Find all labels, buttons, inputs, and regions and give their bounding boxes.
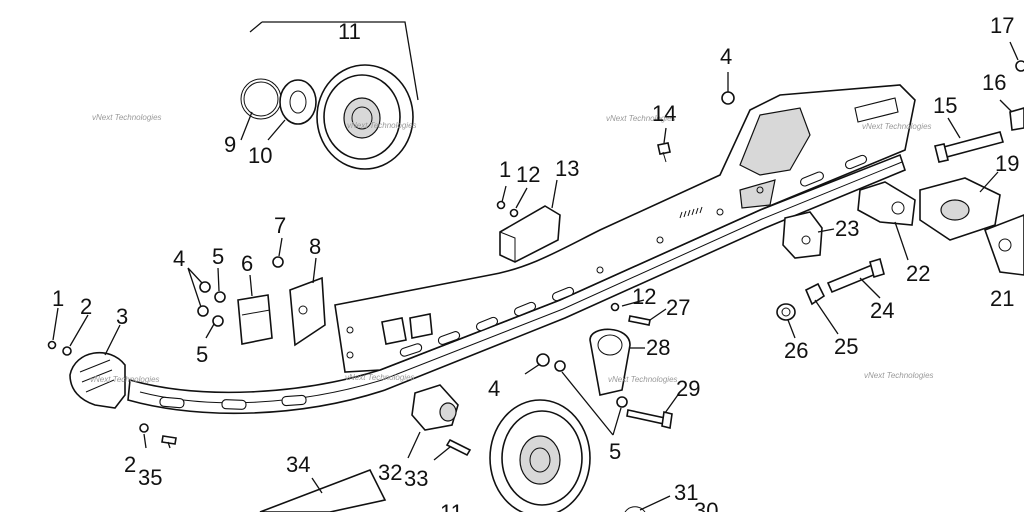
right-parts xyxy=(776,60,1024,321)
callout-label: 30 xyxy=(694,498,718,512)
left-parts xyxy=(47,256,646,512)
callouts: 11 9 10 4 14 13 12 1 15 16 17 19 23 22 2… xyxy=(52,13,1019,512)
callout-label: 9 xyxy=(224,132,236,157)
callout-label: 17 xyxy=(990,13,1014,38)
callout-label: 6 xyxy=(241,251,253,276)
callout-label: 12 xyxy=(516,162,540,187)
callout-label: 14 xyxy=(652,101,676,126)
watermark-text: vNext Technologies xyxy=(864,371,934,380)
mid-parts xyxy=(411,91,735,457)
callout-label: 24 xyxy=(870,298,894,323)
watermark-text: vNext Technologies xyxy=(345,373,415,382)
callout-label: 23 xyxy=(835,216,859,241)
callout-label: 21 xyxy=(990,286,1014,311)
callout-label: 26 xyxy=(784,338,808,363)
slide-rail xyxy=(127,84,916,415)
callout-label: 2 xyxy=(80,294,92,319)
callout-label: 28 xyxy=(646,335,670,360)
leader-lines xyxy=(52,41,1019,511)
callout-label: 8 xyxy=(309,234,321,259)
watermark-text: vNext Technologies xyxy=(92,113,162,122)
callout-label: 4 xyxy=(720,44,732,69)
callout-label: 7 xyxy=(274,213,286,238)
callout-label: 32 xyxy=(378,460,402,485)
callout-label: 35 xyxy=(138,465,162,490)
callout-label: 11 xyxy=(440,500,463,512)
callout-label: 34 xyxy=(286,452,310,477)
callout-label: 22 xyxy=(906,261,930,286)
callout-label: 12 xyxy=(632,284,656,309)
callout-label: 4 xyxy=(173,246,185,271)
callout-label: 3 xyxy=(116,304,128,329)
callout-label: 5 xyxy=(609,439,621,464)
top-wheel-assembly xyxy=(240,21,419,170)
callout-label: 31 xyxy=(674,480,698,505)
callout-label: 2 xyxy=(124,452,136,477)
callout-label: 11 xyxy=(338,19,361,44)
callout-label: 15 xyxy=(933,93,957,118)
callout-label: 4 xyxy=(488,376,500,401)
callout-label: 13 xyxy=(555,156,579,181)
watermark-text: vNext Technologies xyxy=(608,375,678,384)
watermarks: vNext Technologies vNext Technologies vN… xyxy=(90,113,934,384)
watermark-text: vNext Technologies xyxy=(606,114,676,123)
callout-label: 5 xyxy=(196,342,208,367)
callout-label: 29 xyxy=(676,376,700,401)
callout-label: 1 xyxy=(52,286,64,311)
callout-label: 25 xyxy=(834,334,858,359)
callout-label: 1 xyxy=(499,157,511,182)
watermark-text: vNext Technologies xyxy=(862,122,932,131)
bottom-wheel xyxy=(489,399,591,512)
watermark-text: vNext Technologies xyxy=(347,121,417,130)
callout-label: 19 xyxy=(995,151,1019,176)
callout-label: 5 xyxy=(212,244,224,269)
watermark-text: vNext Technologies xyxy=(90,375,160,384)
callout-label: 27 xyxy=(666,295,690,320)
callout-label: 16 xyxy=(982,70,1006,95)
callout-label: 33 xyxy=(404,466,428,491)
callout-label: 10 xyxy=(248,143,272,168)
